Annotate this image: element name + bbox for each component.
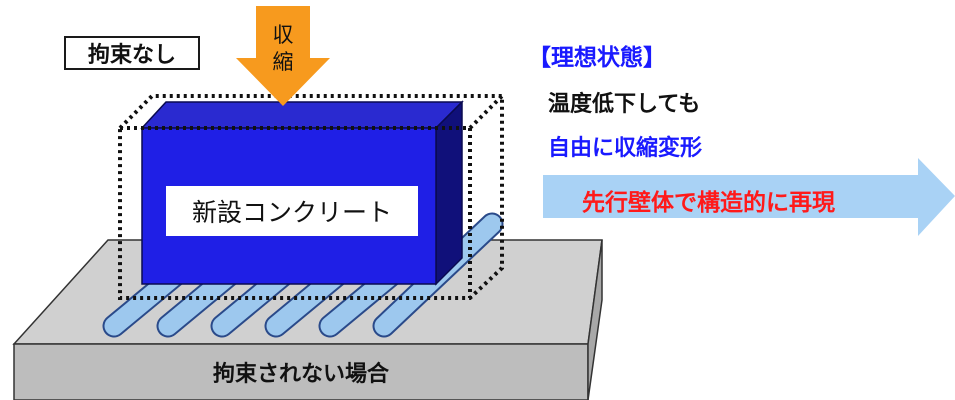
base-label: 拘束されない場合 bbox=[212, 362, 389, 387]
right-arrow-icon bbox=[543, 158, 955, 236]
down-arrow-icon bbox=[236, 6, 330, 106]
concrete-label: 新設コンクリート bbox=[166, 186, 418, 236]
dotted-outline bbox=[118, 94, 504, 300]
base-side-face bbox=[587, 239, 603, 400]
arrow-label: 先行壁体で構造的に再現 bbox=[582, 190, 835, 216]
ideal-state-line1: 温度低下しても bbox=[548, 92, 701, 117]
no-restraint-label: 拘束なし bbox=[64, 36, 200, 70]
ideal-state-line2: 自由に収縮変形 bbox=[548, 136, 703, 161]
ideal-state-title: 【理想状態】 bbox=[528, 45, 666, 71]
shrink-label-top: 収 bbox=[272, 23, 294, 47]
concrete-top-face bbox=[140, 101, 464, 129]
shrink-label-bottom: 縮 bbox=[272, 50, 294, 74]
base-front-face bbox=[13, 343, 589, 400]
shrink-label: 収 縮 bbox=[258, 22, 308, 76]
